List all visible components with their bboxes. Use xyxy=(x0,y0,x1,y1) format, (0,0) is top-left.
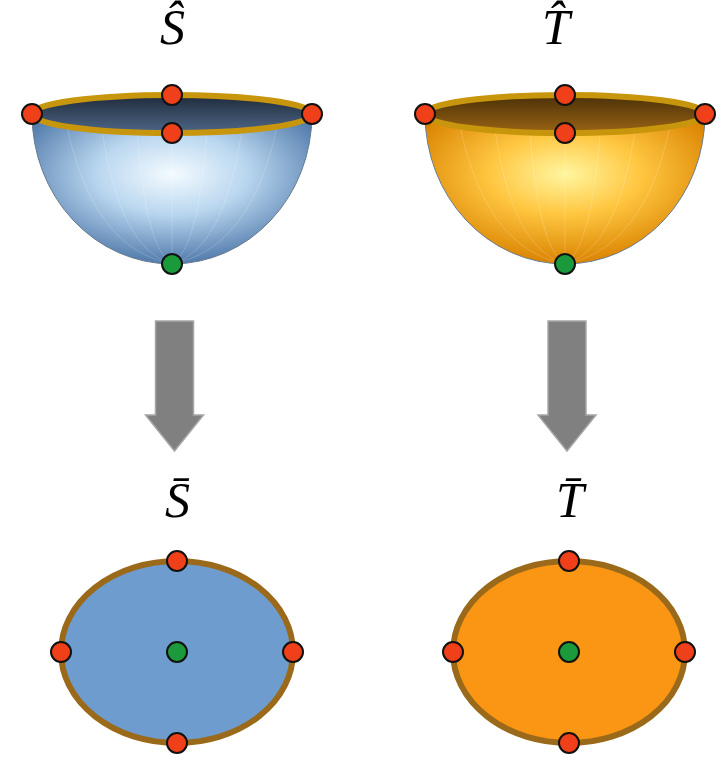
boundary-point xyxy=(167,551,187,571)
facet-line xyxy=(565,130,635,264)
disk-surface: S̄ xyxy=(30,455,325,760)
facet-line xyxy=(172,133,173,264)
boundary-point xyxy=(22,104,42,124)
facet-line xyxy=(102,130,172,264)
center-point xyxy=(555,254,575,274)
boundary-point xyxy=(555,85,575,105)
boundary-point xyxy=(162,85,182,105)
boundary-point xyxy=(415,104,435,124)
boundary-point xyxy=(559,551,579,571)
facet-line xyxy=(565,133,566,264)
boundary-point xyxy=(675,642,695,662)
facet-line xyxy=(67,127,172,264)
facet-line xyxy=(137,132,172,264)
disk-body xyxy=(61,561,293,743)
disk-body xyxy=(453,561,685,743)
disk-surface: T̄ xyxy=(420,455,720,760)
facet-line xyxy=(460,127,565,264)
hemisphere-surface: T̂ xyxy=(390,0,722,315)
surface-label: S̄ xyxy=(30,473,325,528)
boundary-point xyxy=(167,733,187,753)
block-arrow xyxy=(146,321,204,451)
boundary-point xyxy=(283,642,303,662)
center-point xyxy=(559,642,579,662)
facet-line xyxy=(495,130,565,264)
facet-line xyxy=(530,132,565,264)
hemisphere-surface: Ŝ xyxy=(0,0,345,315)
block-arrow xyxy=(538,321,596,451)
boundary-point xyxy=(51,642,71,662)
facet-line xyxy=(172,127,277,264)
hemisphere-body xyxy=(425,114,705,264)
center-point xyxy=(162,254,182,274)
boundary-point xyxy=(555,123,575,143)
boundary-point xyxy=(162,123,182,143)
facet-line xyxy=(565,127,670,264)
surface-label: T̂ xyxy=(390,0,722,55)
boundary-point xyxy=(443,642,463,662)
boundary-point xyxy=(695,104,715,124)
center-point xyxy=(167,642,187,662)
boundary-point xyxy=(302,104,322,124)
boundary-point xyxy=(559,733,579,753)
facet-line xyxy=(172,130,242,264)
surface-label: T̄ xyxy=(420,473,720,528)
hemisphere-body xyxy=(32,114,312,264)
surface-label: Ŝ xyxy=(0,0,345,55)
